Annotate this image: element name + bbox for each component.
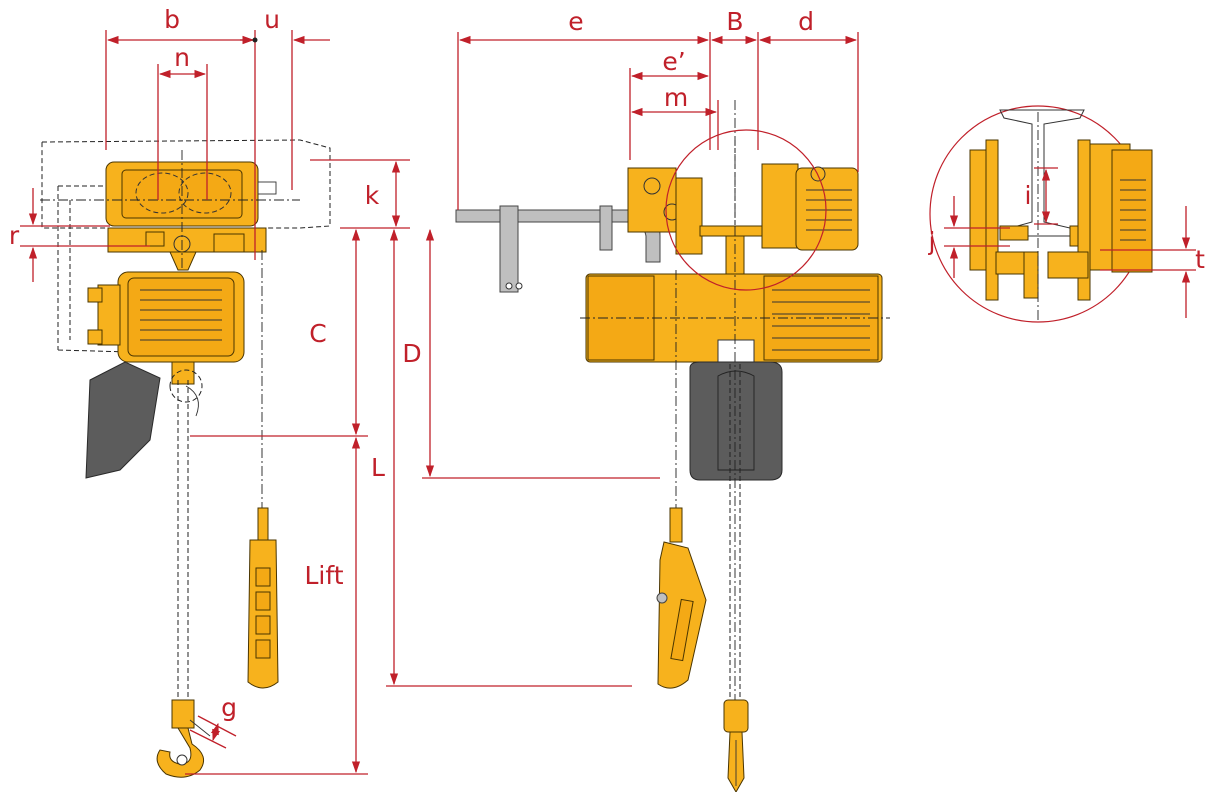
label-lift: Lift [304, 561, 343, 590]
label-m: m [664, 83, 688, 112]
label-n: n [174, 43, 190, 72]
bottom-hook-block [171, 699, 195, 729]
pendant-control [247, 539, 279, 689]
label-t: t [1195, 245, 1205, 274]
front-view [40, 139, 331, 778]
label-i: i [1025, 181, 1032, 210]
side-view [455, 100, 890, 792]
label-e: e [568, 7, 583, 36]
side-chain-bag [689, 361, 783, 481]
label-B: B [726, 7, 743, 36]
detail-indicator-circle [665, 129, 827, 291]
label-L: L [371, 453, 385, 482]
trolley-motor-flange [761, 163, 799, 249]
bottom-hook [156, 727, 205, 778]
trolley-motor [795, 167, 859, 251]
label-e-prime: e’ [662, 47, 685, 76]
detail-view [929, 105, 1153, 323]
label-u: u [264, 5, 280, 34]
label-k: k [365, 181, 380, 210]
dimension-lines [20, 30, 1196, 775]
dimension-labels: b u n k r C D L Lift g e B d e’ m i j t [9, 5, 1205, 722]
label-r: r [9, 221, 20, 250]
label-C: C [309, 319, 326, 348]
label-d: d [798, 7, 814, 36]
label-b: b [164, 5, 180, 34]
label-j: j [928, 227, 936, 256]
chain-bag [85, 361, 161, 479]
label-g: g [221, 693, 237, 722]
label-D: D [402, 339, 421, 368]
side-bottom-hook-block [723, 699, 749, 733]
